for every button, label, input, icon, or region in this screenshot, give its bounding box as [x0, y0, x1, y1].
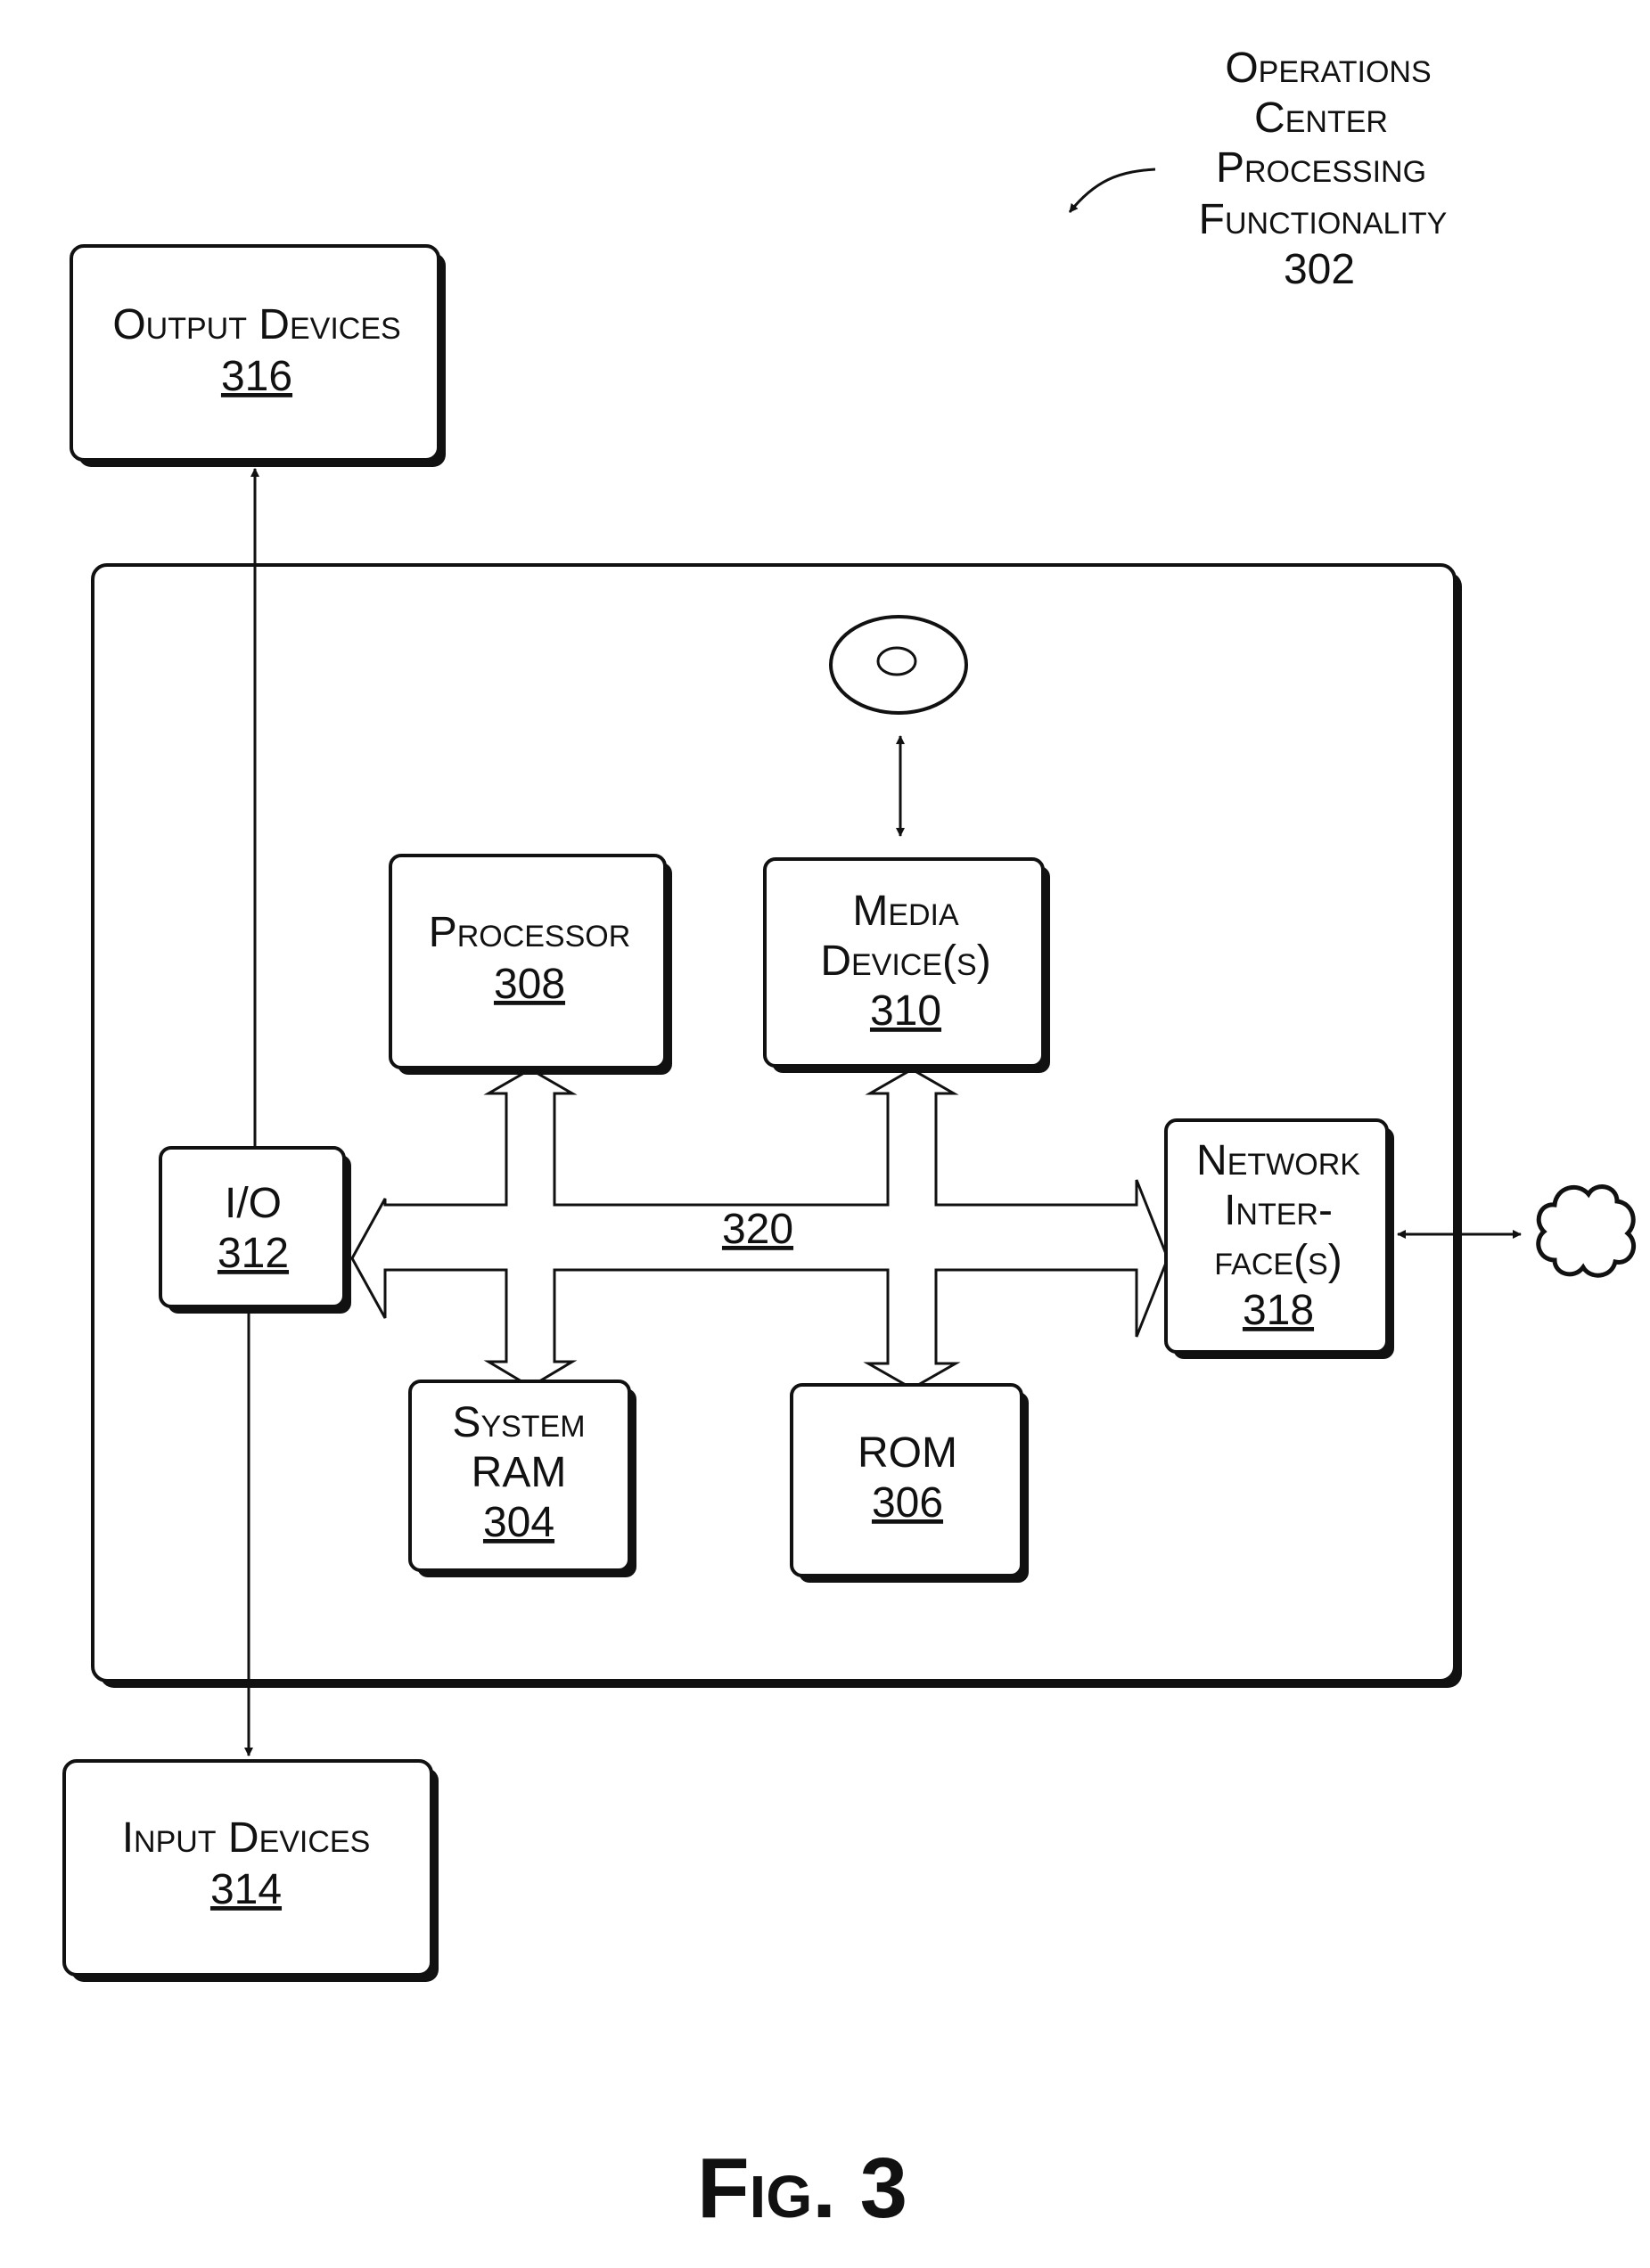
- network-label-line-1: Network: [1196, 1137, 1360, 1184]
- input-devices-box: Input Devices 314: [64, 1761, 439, 1982]
- io-label: I/O: [225, 1180, 282, 1227]
- system-ram-label-line-1: System: [452, 1399, 585, 1446]
- network-label-line-3: face(s): [1214, 1237, 1342, 1284]
- rom-box: ROM 306: [792, 1385, 1029, 1583]
- network-ref: 318: [1243, 1287, 1314, 1334]
- processor-ref: 308: [494, 961, 565, 1008]
- media-devices-label-line-2: Device(s): [820, 937, 990, 985]
- system-ram-label-line-2: RAM: [472, 1449, 567, 1496]
- title-pointer-arrow: [1070, 169, 1155, 212]
- title-label: Operations Center Processing Functionali…: [1199, 45, 1448, 293]
- title-line-2: Center: [1254, 94, 1388, 142]
- figure-caption: Fig. 3: [697, 2141, 907, 2236]
- output-devices-ref: 316: [221, 353, 292, 400]
- title-line-3: Processing: [1216, 144, 1426, 192]
- io-ref: 312: [218, 1230, 289, 1277]
- processor-label: Processor: [429, 909, 631, 956]
- processor-box: Processor 308: [390, 856, 672, 1075]
- bus-ref: 320: [722, 1206, 793, 1253]
- title-ref: 302: [1284, 246, 1355, 293]
- system-ram-box: System RAM 304: [410, 1381, 636, 1577]
- network-label-line-2: Inter-: [1224, 1187, 1333, 1234]
- media-devices-box: Media Device(s) 310: [765, 859, 1050, 1073]
- media-devices-label-line-1: Media: [852, 888, 959, 935]
- io-box: I/O 312: [160, 1148, 351, 1314]
- title-line-4: Functionality: [1199, 196, 1448, 243]
- rom-ref: 306: [872, 1479, 943, 1527]
- media-devices-ref: 310: [870, 987, 941, 1035]
- system-ram-ref: 304: [483, 1499, 554, 1546]
- input-devices-label: Input Devices: [122, 1814, 371, 1862]
- output-devices-label: Output Devices: [112, 301, 400, 348]
- network-interfaces-box: Network Inter- face(s) 318: [1166, 1120, 1394, 1359]
- disc-icon: [831, 617, 966, 713]
- rom-label: ROM: [858, 1429, 957, 1477]
- cloud-icon: [1539, 1187, 1634, 1276]
- input-devices-ref: 314: [210, 1866, 282, 1913]
- title-line-1: Operations: [1225, 45, 1431, 92]
- output-devices-box: Output Devices 316: [71, 246, 446, 467]
